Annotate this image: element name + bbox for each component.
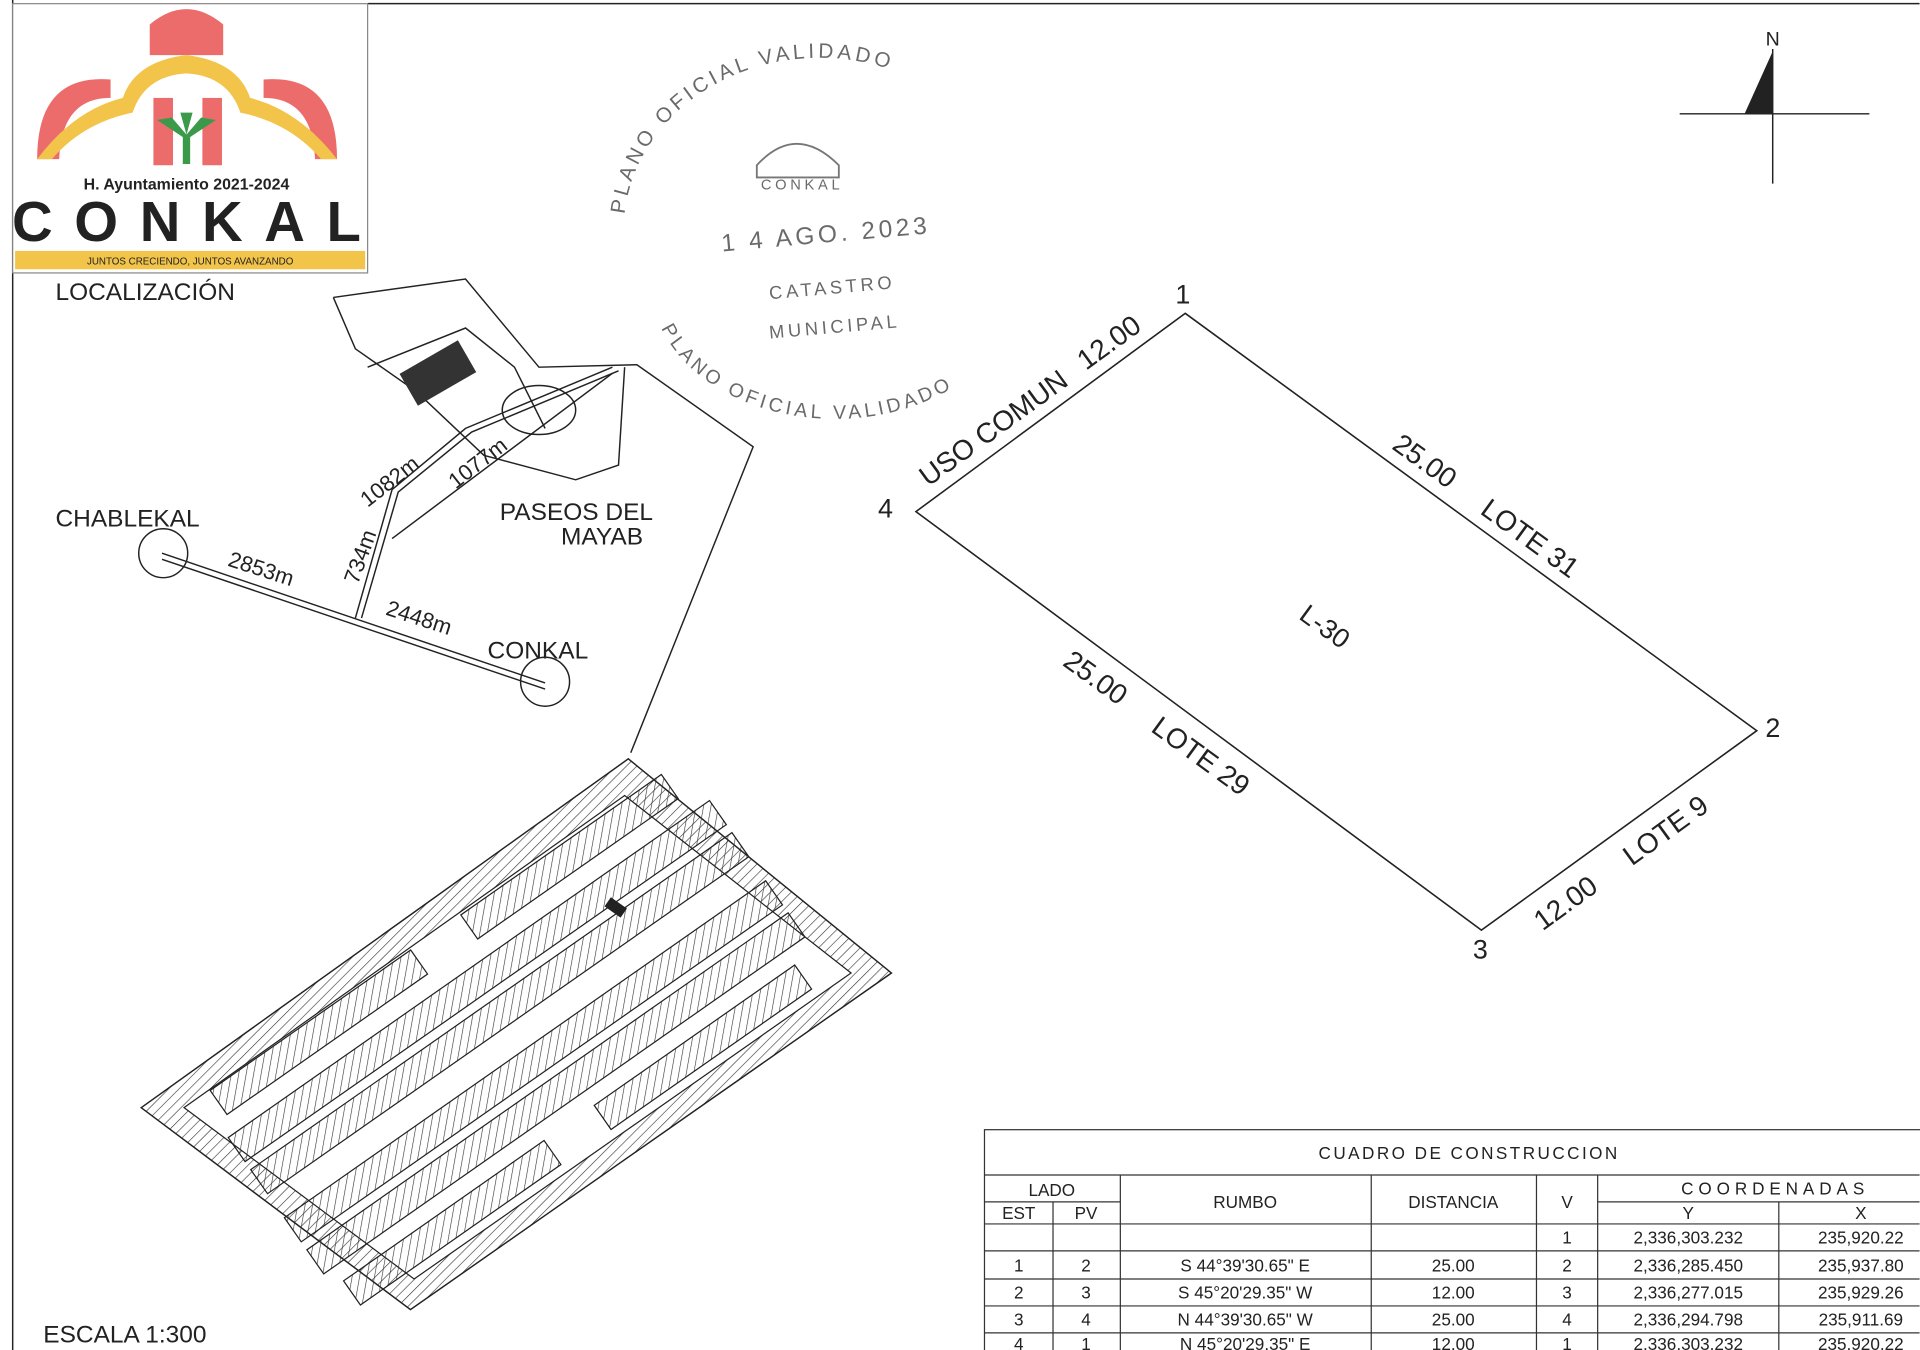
table-row: 1 2 S 44°39'30.65" E 25.00 2 2,336,285.450 235… xyxy=(1014,1256,1904,1276)
place-mayab: MAYAB xyxy=(561,524,643,551)
location-title: LOCALIZACIÓN xyxy=(56,279,235,306)
logo-slogan: JUNTOS CRECIENDO, JUNTOS AVANZANDO xyxy=(87,256,294,267)
subdivision-plan xyxy=(139,757,893,1311)
conkal-logo: H. Ayuntamiento 2021-2024 CONKAL JUNTOS … xyxy=(12,3,369,274)
cell-x: 235,911.69 xyxy=(1819,1310,1903,1330)
cell-dist: 25.00 xyxy=(1432,1256,1475,1276)
header-lado: LADO xyxy=(1028,1180,1075,1200)
cell-v: 3 xyxy=(1562,1283,1572,1303)
side-distance: 25.00 xyxy=(1387,428,1462,494)
palm-icon xyxy=(157,112,216,165)
north-arrow-icon: N xyxy=(1679,28,1870,184)
stamp-date: 1 4 AGO. 2023 xyxy=(720,212,931,257)
conkal-marker xyxy=(519,656,571,707)
stamp-line2: MUNICIPAL xyxy=(768,310,901,342)
cell-pv: 2 xyxy=(1081,1256,1091,1276)
cell-pv: 1 xyxy=(1081,1334,1091,1350)
location-map: LOCALIZACIÓN CHABLEKAL PASEOS DEL MAYAB … xyxy=(56,278,755,753)
distance-label: 734m xyxy=(339,526,381,586)
cell-v: 1 xyxy=(1562,1334,1572,1350)
cell-v: 2 xyxy=(1562,1256,1572,1276)
cell-y: 2,336,285.450 xyxy=(1633,1256,1743,1276)
vertex-1: 1 xyxy=(1175,280,1190,310)
place-conkal: CONKAL xyxy=(488,637,589,664)
highlighted-lot xyxy=(399,340,477,406)
vertex-3: 3 xyxy=(1473,934,1488,964)
cell-x: 235,920.22 xyxy=(1818,1334,1904,1350)
side-label: LOTE 29 xyxy=(1146,710,1255,801)
header-x: X xyxy=(1855,1203,1867,1223)
cell-y: 2,336,303.232 xyxy=(1633,1228,1743,1248)
cell-pv: 4 xyxy=(1081,1310,1091,1330)
header-y: Y xyxy=(1683,1203,1695,1223)
stamp-line1: CATASTRO xyxy=(768,271,896,303)
header-rumbo: RUMBO xyxy=(1213,1192,1277,1212)
place-paseos: PASEOS DEL xyxy=(500,499,653,526)
cell-est: 3 xyxy=(1014,1310,1024,1330)
header-est: EST xyxy=(1002,1203,1036,1223)
cell-pv: 3 xyxy=(1081,1283,1091,1303)
side-label: LOTE 31 xyxy=(1475,493,1584,584)
cell-est: 1 xyxy=(1014,1256,1024,1276)
header-coordenadas: COORDENADAS xyxy=(1681,1179,1869,1199)
lot-polygon: 1 2 3 4 L-30 USO COMUN 12.00 25.00 LOTE … xyxy=(878,280,1780,965)
distance-label: 2448m xyxy=(383,595,455,640)
place-chablekal: CHABLEKAL xyxy=(56,505,200,532)
table-row: 3 4 N 44°39'30.65" W 25.00 4 2,336,294.798 235… xyxy=(1014,1310,1903,1330)
cell-rumbo: N 45°20'29.35" E xyxy=(1180,1334,1310,1350)
side-distance: 12.00 xyxy=(1071,309,1146,375)
lot-name: L-30 xyxy=(1294,599,1355,655)
stamp-emblem-text: CONKAL xyxy=(761,178,843,194)
north-label: N xyxy=(1766,28,1780,50)
cell-est: 4 xyxy=(1014,1334,1024,1350)
cell-dist: 12.00 xyxy=(1432,1334,1475,1350)
logo-council-text: H. Ayuntamiento 2021-2024 xyxy=(84,177,290,194)
header-pv: PV xyxy=(1075,1203,1098,1223)
cell-dist: 12.00 xyxy=(1432,1283,1475,1303)
cell-rumbo: S 44°39'30.65" E xyxy=(1180,1256,1310,1276)
vertex-2: 2 xyxy=(1765,713,1780,743)
distance-label: 1077m xyxy=(443,432,511,493)
cell-dist: 25.00 xyxy=(1432,1310,1475,1330)
cell-rumbo: S 45°20'29.35" W xyxy=(1178,1283,1313,1303)
side-distance: 25.00 xyxy=(1058,644,1133,710)
header-distancia: DISTANCIA xyxy=(1408,1192,1499,1212)
table-title: CUADRO DE CONSTRUCCION xyxy=(1319,1143,1620,1163)
cell-est: 2 xyxy=(1014,1283,1024,1303)
table-row: 4 1 N 45°20'29.35" E 12.00 1 2,336,303.232 235… xyxy=(1014,1334,1904,1350)
cell-y: 2,336,303.232 xyxy=(1633,1334,1743,1350)
validation-stamp: PLANO OFICIAL VALIDADO CONKAL 1 4 AGO. 2… xyxy=(607,40,954,424)
chablekal-marker xyxy=(138,528,189,579)
side-distance: 12.00 xyxy=(1528,870,1603,936)
cell-y: 2,336,277.015 xyxy=(1633,1283,1743,1303)
cell-x: 235,929.26 xyxy=(1818,1283,1904,1303)
vertex-4: 4 xyxy=(878,494,893,524)
cell-y: 2,336,294.798 xyxy=(1633,1310,1743,1330)
scale-label: ESCALA 1:300 xyxy=(43,1322,206,1349)
construction-table: CUADRO DE CONSTRUCCION LADO EST PV RUMBO… xyxy=(983,1129,1920,1350)
cell-x: 235,920.22 xyxy=(1818,1228,1904,1248)
cell-rumbo: N 44°39'30.65" W xyxy=(1178,1310,1314,1330)
table-row: 2 3 S 45°20'29.35" W 12.00 3 2,336,277.015 235… xyxy=(1014,1283,1904,1303)
cell-v: 4 xyxy=(1562,1310,1572,1330)
distance-label: 1082m xyxy=(355,451,423,512)
side-label: LOTE 9 xyxy=(1617,789,1714,871)
stamp-top-text: PLANO OFICIAL VALIDADO xyxy=(607,40,897,215)
cell-v: 1 xyxy=(1562,1228,1572,1248)
dome-shape xyxy=(149,9,224,56)
table-row: 1 2,336,303.232 235,920.22 xyxy=(1562,1228,1903,1248)
cell-x: 235,937.80 xyxy=(1818,1256,1904,1276)
church-emblem-icon xyxy=(755,143,840,179)
header-v: V xyxy=(1561,1192,1573,1212)
highlighted-lot xyxy=(604,897,627,918)
